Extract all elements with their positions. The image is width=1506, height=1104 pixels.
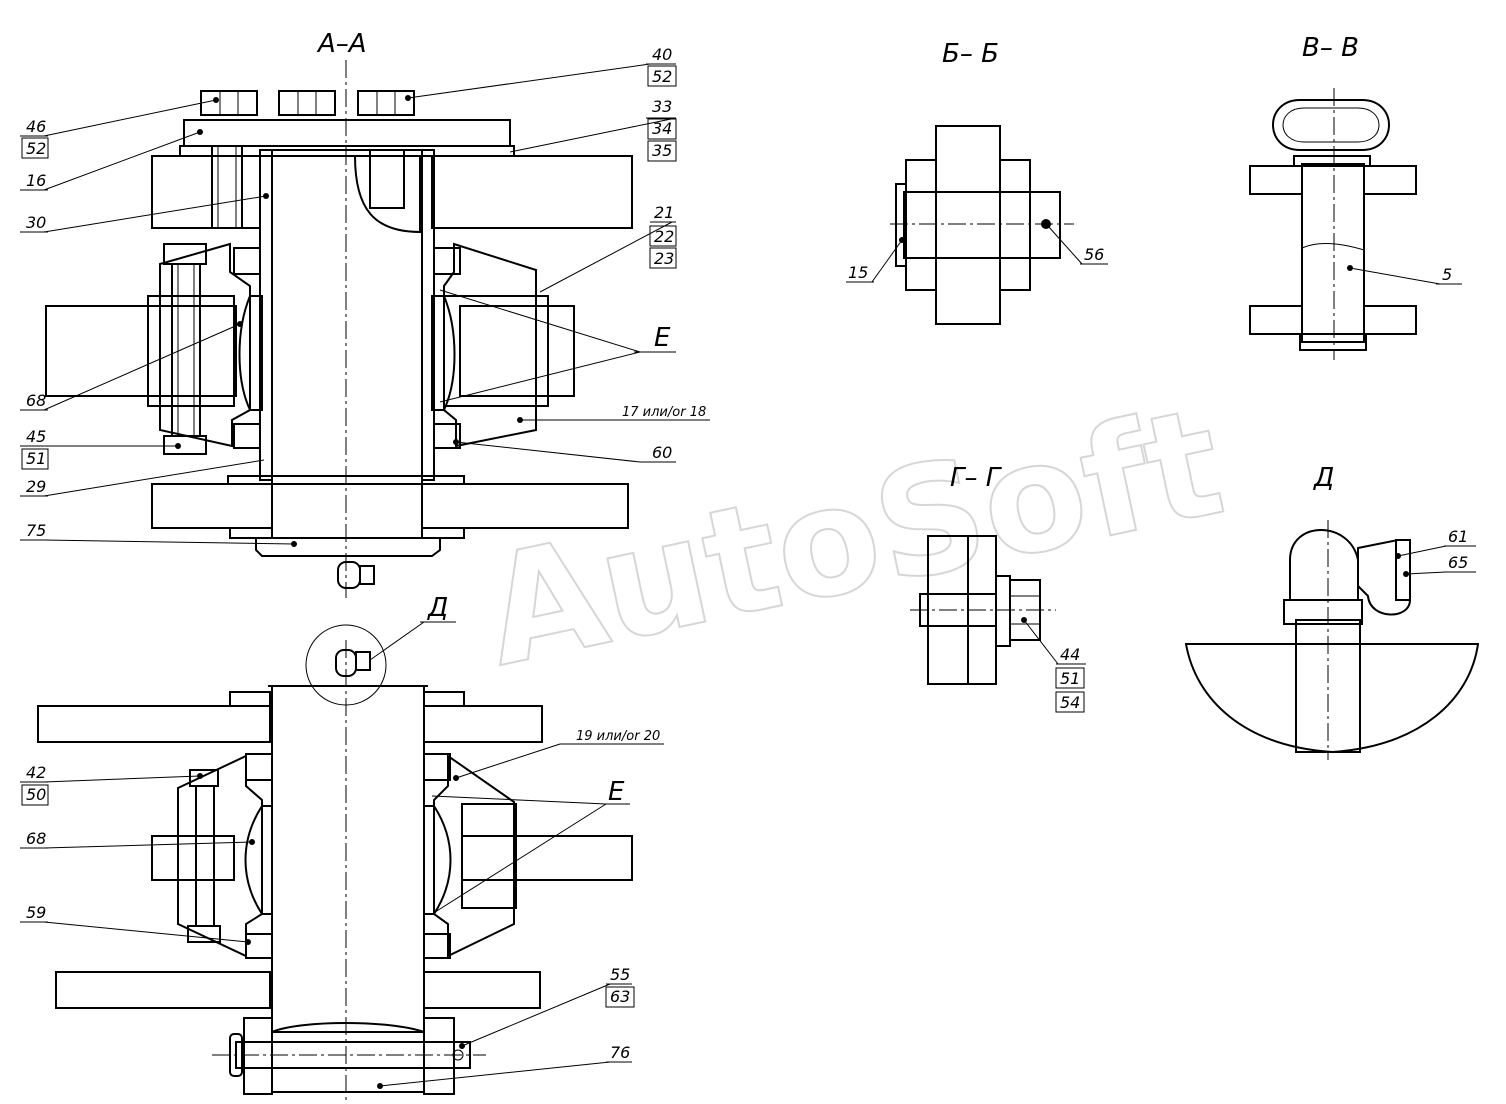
- section-gg: [910, 535, 1056, 685]
- section-bb: [890, 125, 1074, 325]
- callout-23: 23: [654, 249, 674, 268]
- callout-labels: 40 52 33 34 35 46 52 16 30 21 22 23 Е 68…: [21, 45, 1468, 1062]
- callout-76: 76: [610, 1043, 630, 1062]
- callout-68-bottom: 68: [26, 829, 46, 848]
- callout-51-left: 51: [26, 449, 46, 468]
- callout-45: 45: [26, 427, 46, 446]
- callout-56: 56: [1084, 245, 1104, 264]
- callout-40: 40: [652, 45, 672, 64]
- callout-d-label: Д: [427, 593, 448, 623]
- callout-52-top: 52: [652, 67, 672, 86]
- callout-34: 34: [652, 119, 672, 138]
- callout-e-bottom: Е: [608, 777, 625, 807]
- callout-35: 35: [652, 141, 672, 160]
- callout-19-20: 19 или/or 20: [576, 729, 660, 744]
- callout-15: 15: [848, 263, 868, 282]
- callout-60: 60: [652, 443, 672, 462]
- leader-lines: [20, 63, 1476, 1089]
- callout-75: 75: [26, 521, 46, 540]
- callout-65: 65: [1448, 553, 1468, 572]
- callout-46: 46: [26, 117, 46, 136]
- callout-44: 44: [1060, 645, 1080, 664]
- section-aa-title: А–А: [316, 29, 367, 59]
- callout-61: 61: [1448, 527, 1468, 546]
- callout-59: 59: [26, 903, 46, 922]
- section-gg-title: Г– Г: [950, 463, 1003, 493]
- callout-52-left: 52: [26, 139, 46, 158]
- callout-54: 54: [1060, 693, 1080, 712]
- callout-e-top: Е: [654, 323, 671, 353]
- view-d-title: Д: [1313, 463, 1334, 493]
- callout-17-18: 17 или/or 18: [622, 405, 706, 420]
- section-aa: [45, 60, 633, 598]
- watermark-text: AutoSoft: [471, 375, 1237, 700]
- callout-68-top: 68: [26, 391, 46, 410]
- callout-33: 33: [652, 97, 672, 116]
- section-vv-title: В– В: [1302, 33, 1359, 63]
- callout-16: 16: [26, 171, 46, 190]
- callout-63: 63: [610, 987, 630, 1006]
- lower-view: [37, 624, 633, 1100]
- callout-29: 29: [26, 477, 46, 496]
- callout-51-right: 51: [1060, 669, 1080, 688]
- callout-30: 30: [26, 213, 46, 232]
- view-d: [1184, 520, 1480, 760]
- watermark: AutoSoft: [470, 374, 1238, 701]
- callout-5: 5: [1442, 265, 1452, 284]
- callout-42: 42: [26, 763, 46, 782]
- section-vv: [1249, 88, 1417, 360]
- callout-50: 50: [26, 785, 46, 804]
- callout-22: 22: [654, 227, 674, 246]
- callout-55: 55: [610, 965, 630, 984]
- callout-21: 21: [654, 203, 674, 222]
- section-bb-title: Б– Б: [942, 39, 999, 69]
